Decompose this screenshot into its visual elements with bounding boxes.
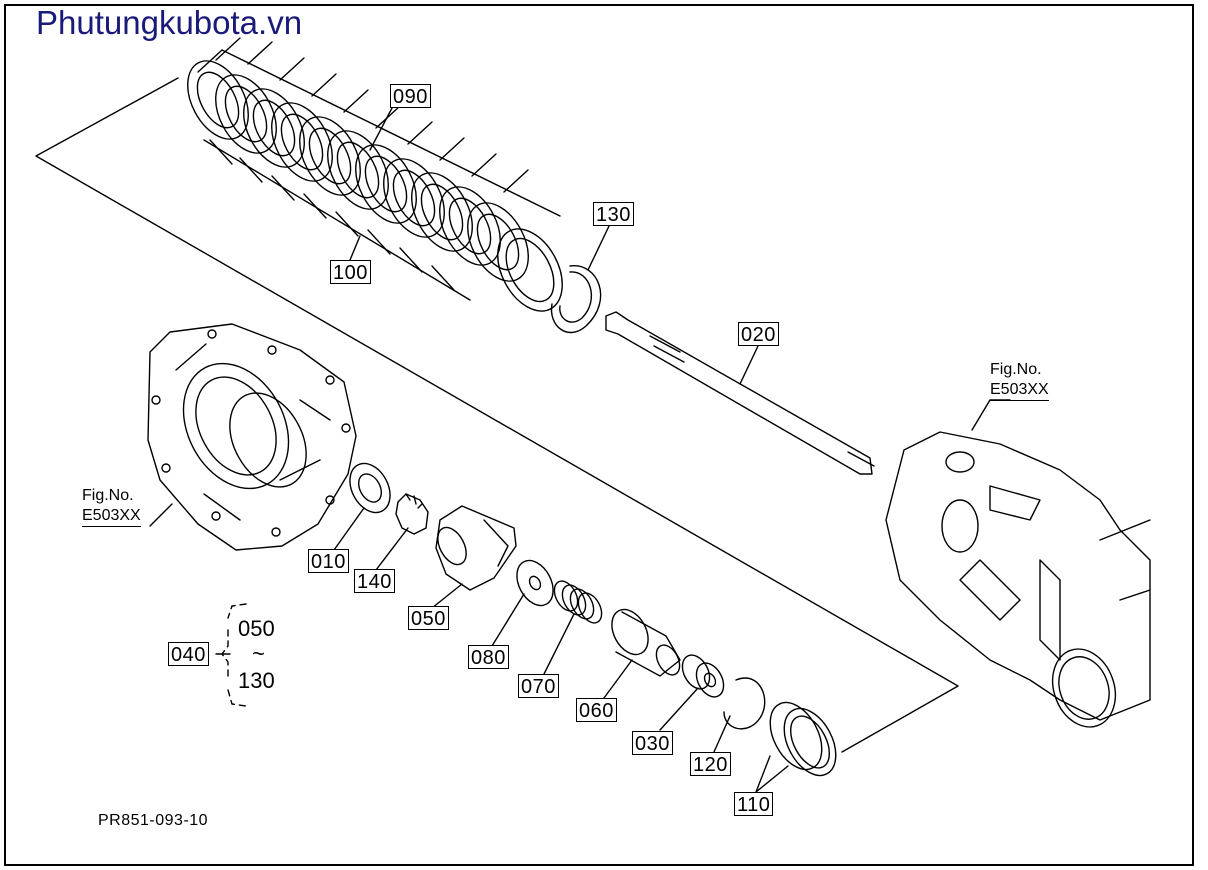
leader-fig-left bbox=[149, 503, 173, 527]
leader-110 bbox=[755, 755, 789, 793]
kit-range-from: 050 bbox=[238, 616, 275, 641]
collar-030 bbox=[681, 654, 725, 698]
leader-120 bbox=[713, 715, 731, 753]
shift-collar-050 bbox=[435, 505, 517, 591]
leader-140 bbox=[375, 527, 409, 571]
callout-030[interactable]: 030 bbox=[632, 731, 673, 755]
seal-rings-110 bbox=[769, 701, 837, 777]
kit-bracket bbox=[221, 603, 247, 707]
callout-040[interactable]: 040 bbox=[168, 642, 209, 666]
assembly-outline bbox=[35, 77, 959, 753]
watermark-text: Phutungkubota.vn bbox=[36, 4, 303, 41]
callout-010[interactable]: 010 bbox=[308, 549, 349, 573]
leader-100 bbox=[349, 235, 361, 261]
right-housing bbox=[885, 431, 1151, 728]
callout-070[interactable]: 070 bbox=[518, 674, 559, 698]
callout-120[interactable]: 120 bbox=[690, 752, 731, 776]
callout-130[interactable]: 130 bbox=[593, 202, 634, 226]
leader-020 bbox=[739, 345, 759, 385]
callout-100[interactable]: 100 bbox=[330, 260, 371, 284]
spring-070 bbox=[553, 580, 603, 624]
leader-030 bbox=[659, 687, 699, 731]
callout-080[interactable]: 080 bbox=[468, 645, 509, 669]
clutch-hub-060 bbox=[611, 608, 681, 677]
fig-ref-right-code[interactable]: E503XX bbox=[990, 380, 1049, 401]
leader-090 bbox=[369, 107, 393, 151]
drawing-id: PR851-093-10 bbox=[98, 812, 209, 829]
gear-140 bbox=[395, 493, 429, 535]
leader-050 bbox=[431, 583, 463, 609]
leader-070 bbox=[543, 613, 575, 675]
circlip-120 bbox=[723, 677, 766, 730]
fig-ref-right[interactable]: Fig.No. E503XX bbox=[990, 360, 1049, 401]
fig-ref-left-label: Fig.No. bbox=[82, 487, 134, 504]
fig-ref-right-label: Fig.No. bbox=[990, 361, 1042, 378]
callout-140[interactable]: 140 bbox=[354, 569, 395, 593]
callout-020[interactable]: 020 bbox=[738, 322, 779, 346]
callout-090[interactable]: 090 bbox=[390, 84, 431, 108]
shaft-020 bbox=[605, 311, 875, 475]
diagram-frame bbox=[4, 4, 1194, 866]
leader-130 bbox=[587, 223, 611, 271]
leader-060 bbox=[603, 659, 633, 699]
bearing-010 bbox=[349, 462, 391, 514]
left-housing bbox=[147, 323, 357, 551]
washer-080 bbox=[516, 559, 554, 607]
callout-060[interactable]: 060 bbox=[576, 698, 617, 722]
callout-110[interactable]: 110 bbox=[734, 792, 774, 816]
snap-ring-130 bbox=[550, 265, 602, 333]
clutch-plate-stack bbox=[187, 37, 563, 312]
leader-010 bbox=[333, 507, 365, 551]
kit-range-to: 130 bbox=[238, 668, 275, 693]
fig-ref-left-code[interactable]: E503XX bbox=[82, 506, 141, 527]
callout-050[interactable]: 050 bbox=[408, 606, 449, 630]
fig-ref-left[interactable]: Fig.No. E503XX bbox=[82, 486, 141, 527]
leader-fig-right bbox=[971, 399, 1011, 431]
leader-080 bbox=[491, 593, 525, 647]
kit-range-tilde: ~ bbox=[252, 641, 265, 666]
